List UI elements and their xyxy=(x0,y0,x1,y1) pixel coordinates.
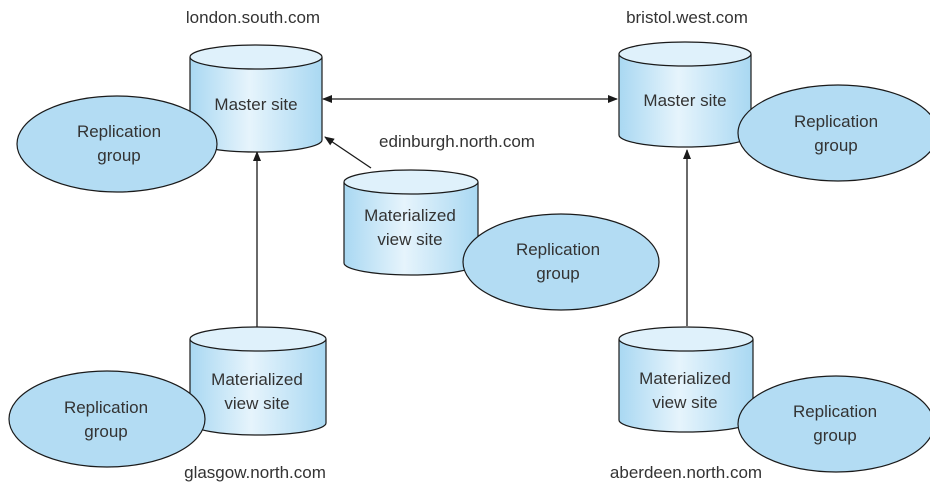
edinburgh-group-line1: Replication xyxy=(516,240,600,259)
london-master-label: Master site xyxy=(214,95,297,114)
london-replication-group: Replication group xyxy=(16,95,218,193)
aberdeen-view-line1: Materialized xyxy=(639,369,731,388)
aberdeen-view-line2: view site xyxy=(652,393,717,412)
bristol-replication-group: Replication group xyxy=(737,84,930,182)
edinburgh-group-line2: group xyxy=(536,264,579,283)
glasgow-view-line2: view site xyxy=(224,394,289,413)
edinburgh-view-line2: view site xyxy=(377,230,442,249)
aberdeen-view-site: Materialized view site xyxy=(618,326,754,433)
london-master-site: Master site xyxy=(189,44,323,153)
london-group-line1: Replication xyxy=(77,122,161,141)
edinburgh-view-site: Materialized view site xyxy=(343,169,479,276)
bristol-group-line1: Replication xyxy=(794,112,878,131)
aberdeen-group-line1: Replication xyxy=(793,402,877,421)
bristol-group-line2: group xyxy=(814,136,857,155)
bristol-master-label: Master site xyxy=(643,91,726,110)
glasgow-group-line1: Replication xyxy=(64,398,148,417)
bristol-host-label: bristol.west.com xyxy=(626,8,748,27)
london-group-line2: group xyxy=(97,146,140,165)
london-host-label: london.south.com xyxy=(186,8,320,27)
edinburgh-host-label: edinburgh.north.com xyxy=(379,132,535,151)
aberdeen-replication-group: Replication group xyxy=(737,375,930,473)
bristol-master-site: Master site xyxy=(618,41,752,148)
edinburgh-replication-group: Replication group xyxy=(462,213,660,311)
aberdeen-host-label: aberdeen.north.com xyxy=(610,463,762,482)
edinburgh-view-line1: Materialized xyxy=(364,206,456,225)
aberdeen-group-line2: group xyxy=(813,426,856,445)
glasgow-host-label: glasgow.north.com xyxy=(184,463,326,482)
edinburgh-to-london-connector xyxy=(324,136,372,169)
glasgow-view-site: Materialized view site xyxy=(189,326,327,436)
glasgow-group-line2: group xyxy=(84,422,127,441)
glasgow-view-line1: Materialized xyxy=(211,370,303,389)
glasgow-replication-group: Replication group xyxy=(8,370,206,468)
